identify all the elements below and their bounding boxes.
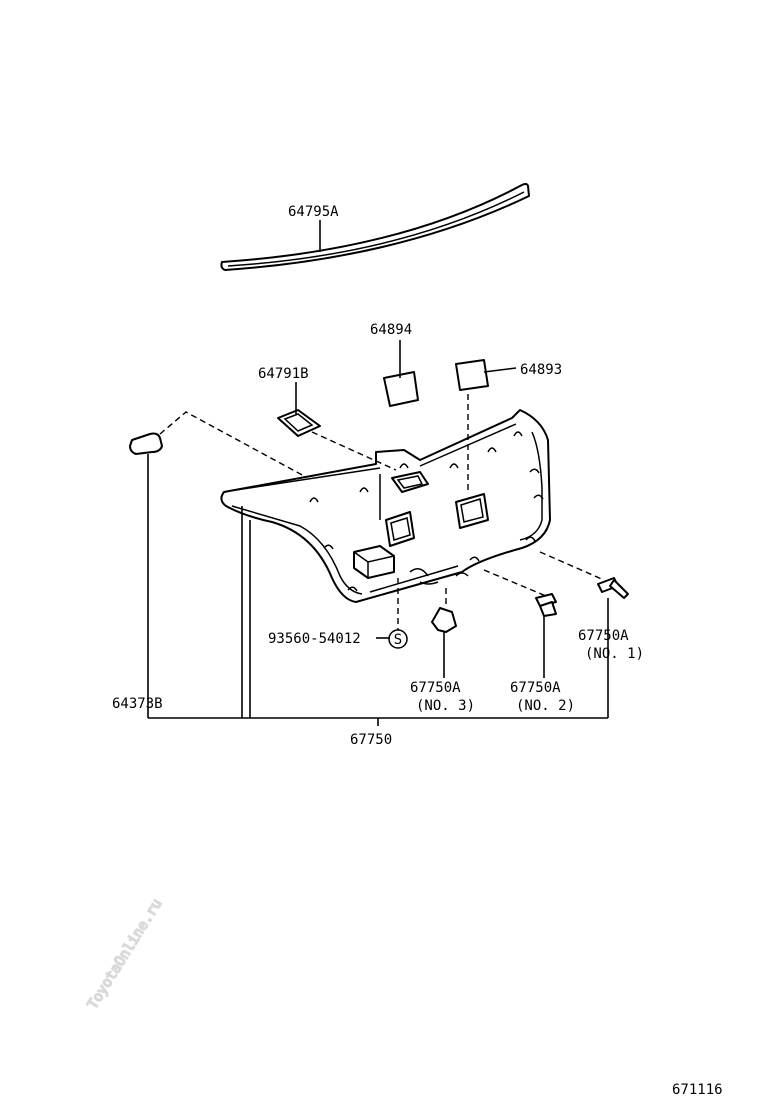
label-no1: (NO. 1): [585, 646, 644, 662]
label-67750a-no2: 67750A: [510, 680, 561, 696]
clip-no2: [535, 593, 557, 617]
assembly-guides: [159, 394, 605, 630]
clip-no1: [597, 577, 629, 599]
label-no2: (NO. 2): [516, 698, 575, 714]
cover-64894: [383, 371, 419, 407]
label-no3: (NO. 3): [416, 698, 475, 714]
screw-symbol-circle: [388, 629, 408, 649]
diagram-code: 671116: [672, 1082, 723, 1098]
screw-symbol: S: [394, 632, 402, 648]
watermark: ToyotaOnline.ru: [85, 896, 166, 1012]
trim-panel: [220, 409, 551, 603]
label-67750a-no3: 67750A: [410, 680, 461, 696]
moulding-strip: [220, 183, 530, 271]
clip-no3: [431, 607, 457, 633]
clip-64373b: [129, 432, 163, 455]
label-64791b: 64791B: [258, 366, 309, 382]
label-93560-54012: 93560-54012: [268, 631, 361, 647]
cover-64893: [455, 359, 489, 391]
label-64893: 64893: [520, 362, 562, 378]
label-64894: 64894: [370, 322, 412, 338]
label-67750a-no1: 67750A: [578, 628, 629, 644]
pad-64791b: [277, 409, 321, 437]
label-64795a: 64795A: [288, 204, 339, 220]
leader-lines: [147, 220, 609, 726]
label-67750: 67750: [350, 732, 392, 748]
label-64373b: 64373B: [112, 696, 163, 712]
